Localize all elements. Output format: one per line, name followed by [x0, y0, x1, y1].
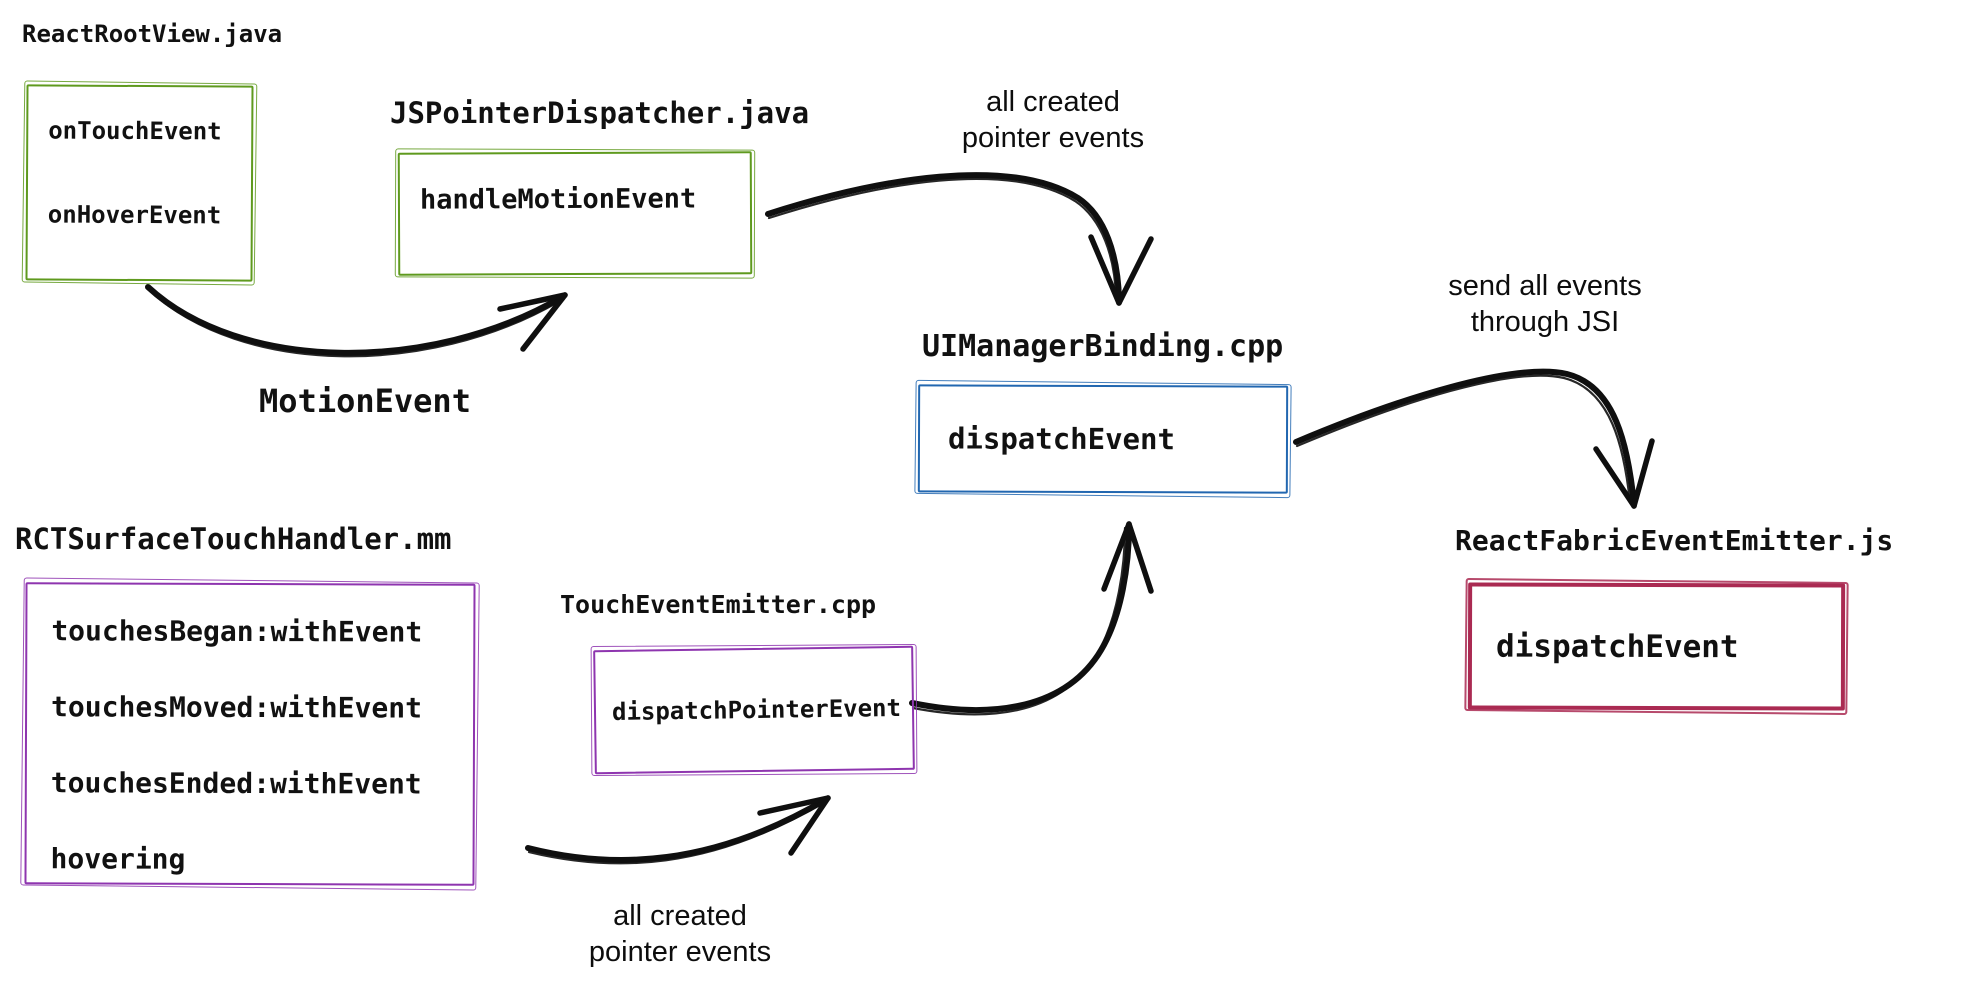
edge-label-line: through JSI — [1470, 306, 1620, 338]
arrow-all-created-pointer-events-top — [765, 172, 1154, 306]
edge-label-line: all created — [986, 86, 1120, 118]
node-box-ui-manager-binding: dispatchEvent — [917, 384, 1289, 494]
arrow-motion-event — [145, 284, 568, 358]
arrow-all-created-pointer-events-bottom — [525, 795, 831, 865]
method-hovering: hovering — [50, 842, 186, 876]
edge-label-all-created-pointer-events-top: all created pointer events — [928, 84, 1178, 156]
node-box-rct-surface-touch-handler: touchesBegan:withEvent touchesMoved:with… — [24, 582, 476, 886]
node-title-touch-event-emitter: TouchEventEmitter.cpp — [560, 590, 877, 619]
method-dispatch-pointer-event: dispatchPointerEvent — [611, 693, 902, 726]
arrow-dispatch-pointer-to-dispatch-event — [909, 521, 1154, 716]
method-dispatch-event-binding: dispatchEvent — [947, 421, 1176, 457]
arrow-send-through-jsi — [1293, 368, 1655, 509]
node-box-react-fabric-event-emitter: dispatchEvent — [1467, 582, 1846, 711]
method-touches-ended: touchesEnded:withEvent — [50, 766, 422, 801]
node-box-touch-event-emitter: dispatchPointerEvent — [593, 645, 915, 775]
node-title-react-root-view: ReactRootView.java — [22, 20, 283, 48]
edge-label-all-created-pointer-events-bottom: all created pointer events — [555, 898, 805, 970]
edge-label-line: send all events — [1448, 270, 1642, 302]
method-handle-motion-event: handleMotionEvent — [419, 183, 697, 216]
method-touches-began: touchesBegan:withEvent — [51, 614, 423, 649]
edge-label-line: pointer events — [588, 936, 772, 968]
method-dispatch-event-emitter: dispatchEvent — [1495, 628, 1739, 665]
method-touches-moved: touchesMoved:withEvent — [51, 690, 423, 725]
node-title-js-pointer-dispatcher: JSPointerDispatcher.java — [390, 96, 810, 130]
node-box-js-pointer-dispatcher: handleMotionEvent — [397, 151, 753, 276]
node-title-react-fabric-event-emitter: ReactFabricEventEmitter.js — [1455, 524, 1894, 557]
method-on-hover-event: onHoverEvent — [47, 200, 222, 230]
edge-label-line: pointer events — [961, 122, 1145, 154]
edge-label-motion-event: MotionEvent — [259, 382, 471, 420]
node-title-ui-manager-binding: UIManagerBinding.cpp — [922, 329, 1284, 364]
node-box-react-root-view: onTouchEvent onHoverEvent — [25, 84, 254, 282]
method-on-touch-event: onTouchEvent — [48, 116, 222, 146]
edge-label-line: all created — [613, 900, 747, 932]
edge-label-send-through-jsi: send all events through JSI — [1420, 268, 1670, 340]
node-title-rct-surface-touch-handler: RCTSurfaceTouchHandler.mm — [15, 522, 452, 556]
